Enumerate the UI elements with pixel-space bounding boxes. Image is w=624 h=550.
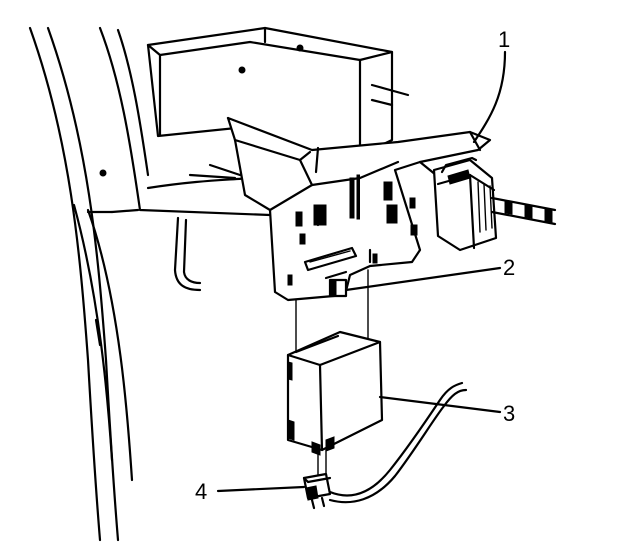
callout-3: 3	[503, 401, 515, 426]
bracket-connector	[432, 156, 557, 252]
callout-4: 4	[195, 479, 207, 504]
callout-2: 2	[503, 255, 515, 280]
leader-line-3	[378, 395, 502, 414]
control-module	[286, 330, 384, 456]
module-connector	[302, 381, 468, 510]
leader-lines	[216, 50, 507, 493]
leader-line-2	[344, 266, 502, 292]
leader-line-1	[472, 50, 507, 144]
leader-line-4	[216, 485, 306, 493]
callout-1: 1	[498, 27, 510, 52]
module-bracket	[226, 116, 492, 302]
body-panel	[28, 26, 272, 542]
